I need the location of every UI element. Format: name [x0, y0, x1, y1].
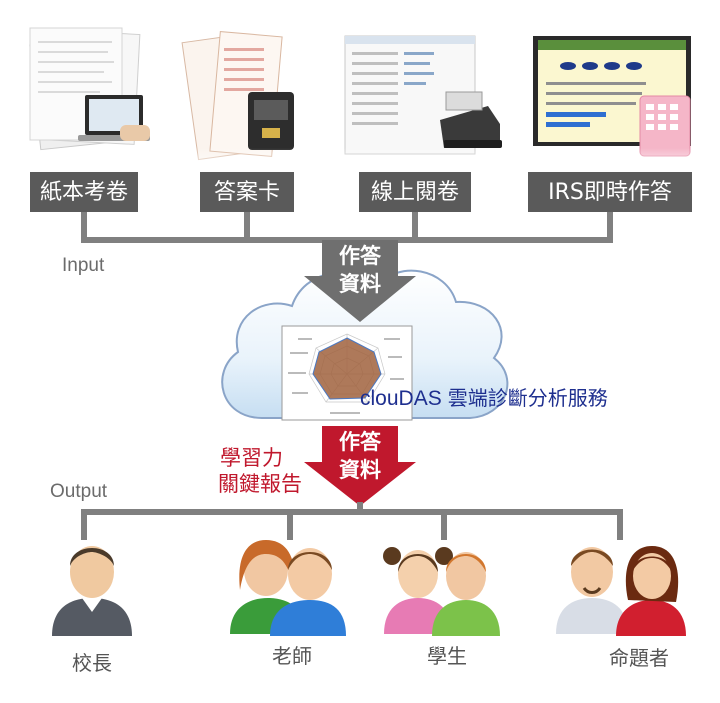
- source-label-online: 線上閱卷: [371, 180, 459, 205]
- input-arrow-line2: 資料: [339, 272, 381, 296]
- source-box-online: 線上閱卷: [359, 172, 471, 212]
- role-label-principal: 校長: [72, 651, 112, 675]
- source-box-irs: IRS即時作答: [528, 172, 692, 212]
- reflection-fade: [20, 148, 710, 174]
- radar-area: [312, 337, 382, 400]
- teachers-avatar-icon: [230, 540, 346, 636]
- service-title: clouDAS 雲端診斷分析服務: [360, 386, 608, 410]
- source-label-card: 答案卡: [214, 180, 280, 205]
- output-arrow-line2: 資料: [339, 458, 381, 482]
- students-avatar-icon: [383, 547, 500, 636]
- report-line1: 學習力: [220, 446, 283, 470]
- online-grading-icon: [344, 35, 502, 155]
- input-data-arrow: 作答 資料: [304, 240, 416, 322]
- service-name-en: clouDAS: [360, 387, 442, 410]
- principal-avatar-icon: [52, 546, 132, 636]
- paper-exam-icon: [29, 27, 150, 151]
- input-label: Input: [62, 255, 105, 276]
- role-label-author: 命題者: [609, 646, 669, 670]
- source-label-paper: 紙本考卷: [40, 180, 128, 205]
- report-line2: 關鍵報告: [218, 472, 302, 496]
- question-authors-avatar-icon: [556, 546, 686, 636]
- irs-clicker-icon: [533, 36, 691, 157]
- output-arrow-line1: 作答: [339, 430, 382, 454]
- source-label-irs: IRS即時作答: [548, 180, 672, 205]
- role-label-teacher: 老師: [272, 644, 312, 668]
- role-label-student: 學生: [427, 644, 467, 668]
- output-connector: [81, 502, 623, 540]
- output-data-arrow: 作答 資料: [304, 426, 416, 506]
- service-name-zh: 雲端診斷分析服務: [448, 386, 608, 410]
- input-connector: [81, 212, 613, 243]
- source-box-paper: 紙本考卷: [30, 172, 138, 212]
- service-name: clouDAS 雲端診斷分析服務: [360, 386, 608, 410]
- output-label: Output: [50, 481, 108, 502]
- source-box-card: 答案卡: [200, 172, 294, 212]
- answer-card-scanner-icon: [181, 30, 294, 161]
- input-arrow-line1: 作答: [339, 244, 382, 268]
- radar-report-image: [281, 325, 413, 421]
